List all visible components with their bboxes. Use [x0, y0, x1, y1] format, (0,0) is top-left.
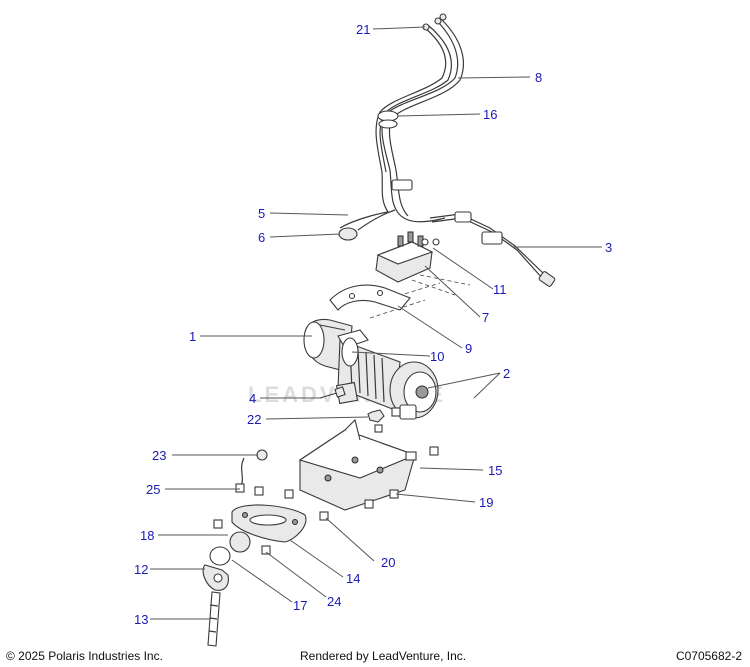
- callout-3: 3: [605, 240, 612, 255]
- terminal-end: [439, 13, 447, 21]
- callout-2: 2: [503, 366, 510, 381]
- callout-10: 10: [430, 349, 444, 364]
- stopper: [209, 546, 231, 566]
- callout-23: 23: [152, 448, 166, 463]
- callout-13: 13: [134, 612, 148, 627]
- fairlead: [231, 504, 307, 543]
- nut: [367, 407, 401, 433]
- callout-21: 21: [356, 22, 370, 37]
- harness-connector: [391, 179, 413, 191]
- bolt: [261, 545, 271, 555]
- winch-assembly: [335, 329, 439, 420]
- callout-22: 22: [247, 412, 261, 427]
- callout-8: 8: [535, 70, 542, 85]
- bolt: [213, 519, 223, 529]
- callout-24: 24: [327, 594, 341, 609]
- callout-18: 18: [140, 528, 154, 543]
- hook: [202, 564, 229, 591]
- callout-25: 25: [146, 482, 160, 497]
- rendered-by-text: Rendered by LeadVenture, Inc.: [300, 649, 467, 663]
- harness-connector: [454, 211, 472, 223]
- callout-11: 11: [493, 282, 507, 297]
- leader-lines: [150, 26, 602, 620]
- cable-clip: [378, 119, 398, 129]
- callout-labels: 21 8 16 5 6 3 11 7 9 1 10 2 4 22 23 15 2…: [134, 22, 612, 627]
- boot-cover: [338, 227, 358, 241]
- diagram-code: C0705682-2: [675, 649, 742, 663]
- terminal-post: [397, 235, 404, 247]
- winch-bracket: [298, 418, 439, 511]
- callout-5: 5: [258, 206, 265, 221]
- control-harness: [429, 211, 556, 287]
- callout-15: 15: [488, 463, 502, 478]
- callout-17: 17: [293, 598, 307, 613]
- callout-14: 14: [346, 571, 360, 586]
- copyright-text: © 2025 Polaris Industries Inc.: [6, 649, 163, 663]
- stopper-ball: [229, 531, 251, 553]
- contactor: [375, 231, 440, 283]
- callout-19: 19: [479, 495, 493, 510]
- callout-7: 7: [482, 310, 489, 325]
- terminal-end: [434, 17, 442, 25]
- bolt: [319, 386, 346, 399]
- callout-4: 4: [249, 391, 256, 406]
- callout-9: 9: [465, 341, 472, 356]
- plug-connector: [538, 271, 556, 287]
- pigtail-switch: [235, 449, 268, 493]
- callout-16: 16: [483, 107, 497, 122]
- mounting-plate: [329, 284, 411, 311]
- wire-harness: [338, 13, 464, 241]
- callout-6: 6: [258, 230, 265, 245]
- harness-connector: [481, 231, 503, 245]
- callout-12: 12: [134, 562, 148, 577]
- bolts: [254, 486, 399, 521]
- hook-strap: [207, 591, 221, 647]
- terminal-post: [407, 231, 414, 243]
- callout-20: 20: [381, 555, 395, 570]
- callout-1: 1: [189, 329, 196, 344]
